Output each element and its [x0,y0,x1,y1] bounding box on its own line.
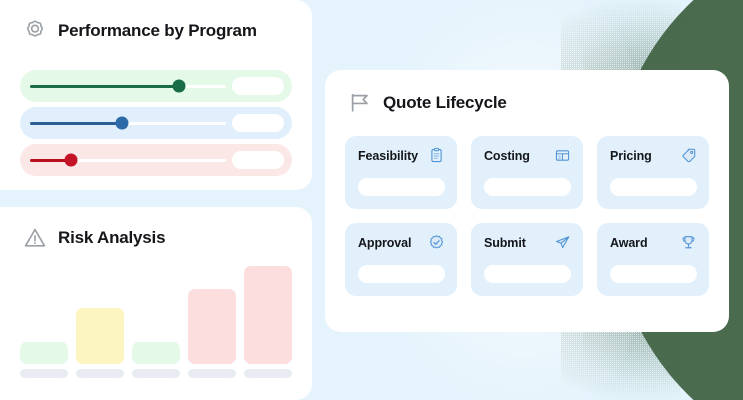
stage-card-pricing[interactable]: Pricing [597,136,709,209]
bar-column [244,266,292,378]
slider-fill-3 [30,158,72,162]
tag-icon [682,148,696,163]
bar-baseline [244,369,292,378]
risk-analysis-bar-chart [20,266,292,378]
stage-card-header: Approval [358,234,445,251]
stage-card-header: Submit [484,234,571,251]
program-slider-row-3[interactable] [20,144,292,176]
bar-baseline [132,369,180,378]
stage-card-placeholder-bar [484,265,571,283]
performance-by-program-card: Performance by Program [0,0,312,190]
bar-baseline [188,369,236,378]
gear-icon [26,20,44,37]
quote-panel-title: Quote Lifecycle [383,93,507,112]
bar [20,342,68,364]
verified-badge-icon [429,235,444,249]
stage-card-label: Feasibility [358,148,419,163]
program-slider-row-1[interactable] [20,70,292,102]
stage-card-label: Costing [484,148,530,163]
slider-track-1[interactable] [30,79,226,93]
bar [132,342,180,364]
quote-lifecycle-panel: Quote Lifecycle Feasibility Costing Pricin… [325,70,729,332]
stage-card-label: Submit [484,235,526,250]
stage-card-placeholder-bar [610,265,697,283]
bar-column [76,266,124,378]
clipboard-icon [431,147,442,163]
quote-panel-header: Quote Lifecycle [347,90,729,116]
paper-plane-icon [556,236,570,249]
stage-card-placeholder-bar [358,265,445,283]
bar-column [188,266,236,378]
slider-value-pill-1 [232,77,284,95]
slider-knob-2[interactable] [115,116,129,130]
stage-card-award[interactable]: Award [597,223,709,296]
slider-track-2[interactable] [30,116,226,130]
stage-card-costing[interactable]: Costing [471,136,583,209]
stage-card-label: Approval [358,235,412,250]
bar [76,308,124,364]
warning-triangle-icon [24,228,46,247]
stage-card-label: Award [610,235,648,250]
bar-column [20,266,68,378]
bar-baseline [76,369,124,378]
program-slider-row-2[interactable] [20,107,292,139]
risk-card-header: Risk Analysis [22,225,312,251]
stage-card-placeholder-bar [358,178,445,196]
stage-card-header: Feasibility [358,147,445,164]
stage-card-submit[interactable]: Submit [471,223,583,296]
slider-track-3[interactable] [30,153,226,167]
risk-card-title: Risk Analysis [58,228,166,247]
performance-card-header: Performance by Program [22,18,312,44]
bar-column [132,266,180,378]
flag-icon [351,93,368,112]
slider-knob-1[interactable] [172,79,186,93]
slider-fill-1 [30,84,179,88]
stage-card-header: Pricing [610,147,697,164]
stage-card-placeholder-bar [610,178,697,196]
stage-card-label: Pricing [610,148,652,163]
stage-card-header: Award [610,234,697,251]
invoice-icon [555,150,570,161]
bar [188,289,236,364]
stage-card-feasibility[interactable]: Feasibility [345,136,457,209]
performance-card-title: Performance by Program [58,21,257,40]
trophy-icon [682,236,695,249]
bar-baseline [20,369,68,378]
stage-card-header: Costing [484,147,571,164]
slider-value-pill-3 [232,151,284,169]
slider-knob-3[interactable] [64,153,78,167]
stage-card-approval[interactable]: Approval [345,223,457,296]
slider-value-pill-2 [232,114,284,132]
stage-card-placeholder-bar [484,178,571,196]
slider-fill-2 [30,121,123,125]
risk-analysis-card: Risk Analysis [0,207,312,400]
bar [244,266,292,365]
